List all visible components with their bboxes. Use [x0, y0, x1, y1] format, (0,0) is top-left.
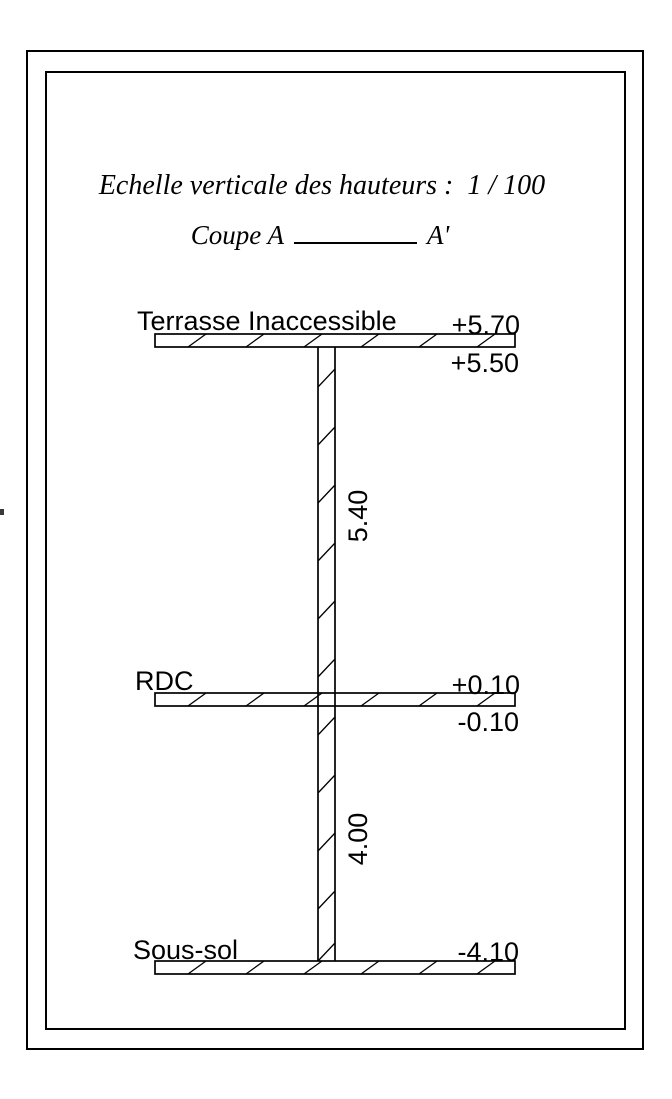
floor-label-sous-sol: Sous-sol — [133, 935, 239, 965]
column-hatch-line — [317, 484, 336, 504]
slab-hatch-line — [245, 692, 265, 707]
section-label-suffix: A' — [426, 220, 450, 250]
column-hatch-line — [317, 658, 336, 678]
slab-hatch-line — [418, 333, 438, 348]
slab-hatch-line — [360, 960, 380, 975]
section-label-prefix: Coupe A — [190, 220, 284, 250]
column-hatch-line — [317, 426, 336, 446]
slab-outline — [154, 692, 516, 707]
slab-hatch-line — [187, 333, 207, 348]
slab-outline — [154, 333, 516, 348]
slab-hatch-line — [303, 692, 323, 707]
scale-note: Echelle verticale des hauteurs : 1 / 100 — [98, 170, 546, 201]
slab-hatch-line — [245, 333, 265, 348]
slab-outline — [154, 960, 516, 975]
column-hatch-line — [317, 716, 336, 736]
column-hatch-line — [317, 890, 336, 910]
slab-hatch-line — [476, 960, 496, 975]
level-terrasse-below: +5.50 — [450, 348, 519, 378]
column-hatch-line — [317, 832, 336, 852]
story-height-lower: 4.00 — [343, 812, 373, 866]
slab-hatch-line — [476, 333, 496, 348]
story-height-upper: 5.40 — [343, 489, 373, 543]
slab-hatch-line — [187, 960, 207, 975]
column-hatch-line — [317, 368, 336, 388]
floor-label-rdc: RDC — [135, 666, 194, 696]
slab-hatch-line — [476, 692, 496, 707]
inner-border — [45, 71, 626, 1030]
column-hatch-line — [317, 542, 336, 562]
slab-hatch-line — [187, 692, 207, 707]
slab-hatch-line — [418, 692, 438, 707]
level-rdc-below: -0.10 — [457, 707, 519, 737]
level-terrasse-above: +5.70 — [451, 310, 520, 340]
level-rdc-above: +0.10 — [451, 670, 520, 700]
floor-label-terrasse: Terrasse Inaccessible — [137, 306, 397, 336]
outer-border — [26, 50, 644, 1050]
slab-hatch-line — [360, 692, 380, 707]
slab-hatch-line — [303, 960, 323, 975]
slab-hatch-line — [303, 333, 323, 348]
column-hatch-line — [317, 774, 336, 794]
slab-hatch-line — [360, 333, 380, 348]
section-label: Coupe A A' — [45, 220, 595, 251]
column-hatch-line — [317, 942, 336, 962]
column-hatch-line — [317, 600, 336, 620]
edge-artifact-mark — [0, 509, 4, 515]
level-sous-sol: -4.10 — [457, 937, 519, 967]
section-rule-line — [293, 242, 417, 244]
slab-hatch-line — [418, 960, 438, 975]
slab-hatch-line — [245, 960, 265, 975]
